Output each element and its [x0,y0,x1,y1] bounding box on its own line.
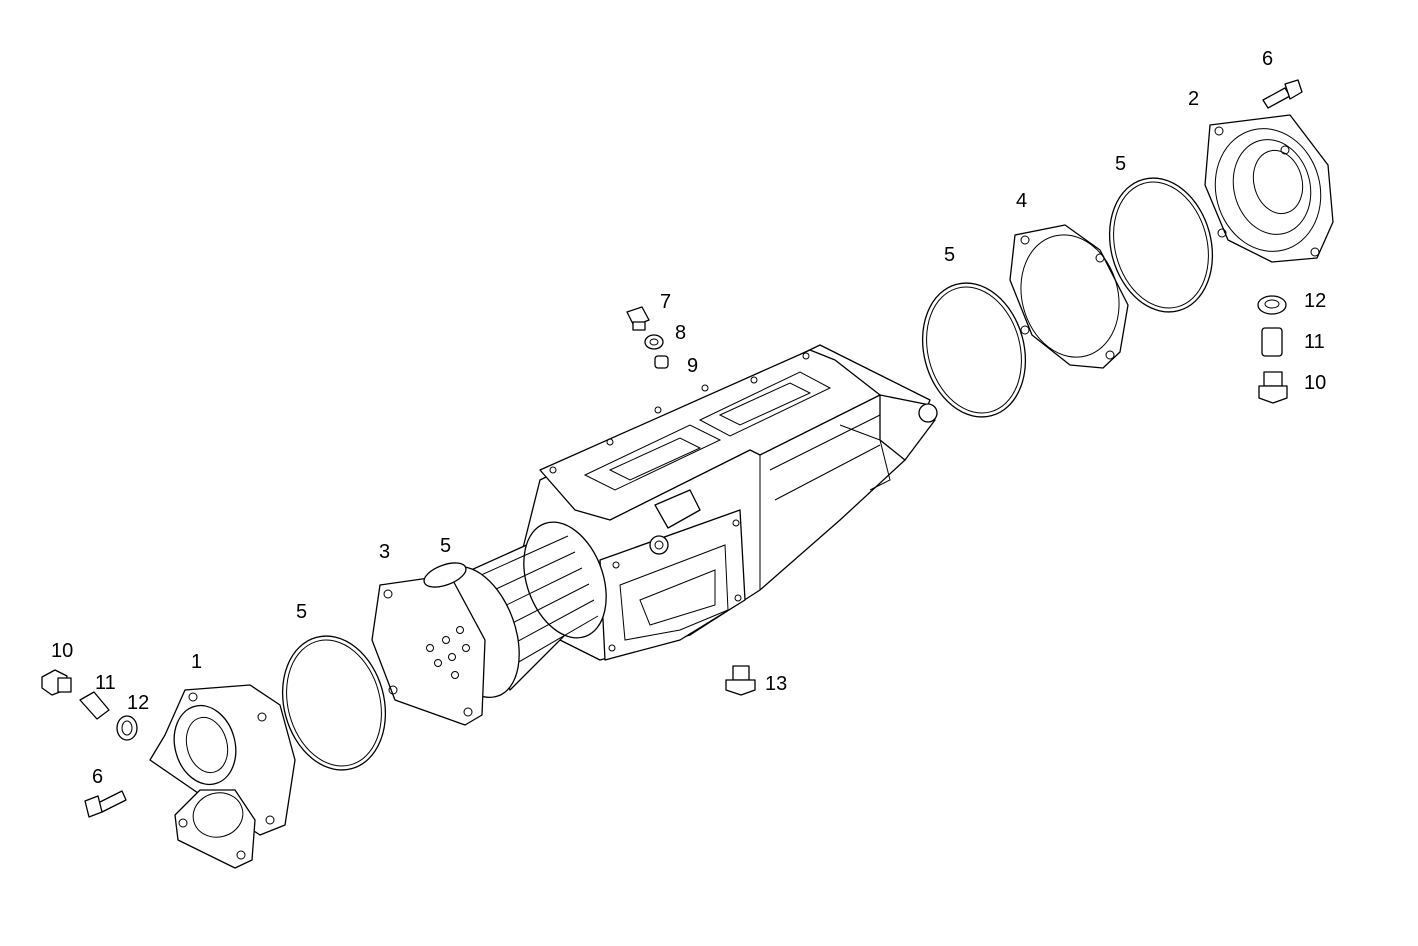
callout-washer-top: 8 [675,322,686,344]
gasket-plate [1009,224,1129,369]
washer-right [1257,295,1287,315]
callout-filter-cover: 3 [379,541,390,563]
callout-screw-front: 6 [92,766,103,788]
callout-plug-top: 7 [660,291,671,313]
callout-seal-ring-front: 5 [296,601,307,623]
seal-ring-mid [921,282,1027,418]
washer-left [116,715,138,741]
front-end-cover [149,684,296,869]
callout-screw-rear: 6 [1262,48,1273,70]
callout-insert-top: 9 [687,355,698,377]
plug-bottom [725,665,756,696]
callout-end-cover-rear: 2 [1188,88,1199,110]
callout-washer-left: 12 [127,692,149,714]
callout-magnet-right: 11 [1304,331,1325,353]
insert-top [654,355,669,369]
seal-ring-rear [1108,177,1214,313]
callout-seal-ring-rear: 5 [1115,153,1126,175]
callout-end-cover-front: 1 [191,651,202,673]
magnet-left [79,691,110,720]
drain-plug-right [1258,371,1288,404]
washer-top [644,334,664,350]
callout-magnet-left: 11 [95,672,116,694]
callout-plug-bottom: 13 [765,673,787,695]
magnet-right [1261,327,1283,357]
drain-plug-left [41,669,72,696]
seal-ring-filter [423,562,467,588]
main-housing [519,344,938,661]
screw-rear [1262,79,1303,109]
callout-drain-plug-right: 10 [1304,372,1326,394]
callout-drain-plug-left: 10 [51,640,73,662]
seal-ring-front [281,635,387,771]
plug-top [626,306,650,331]
callout-seal-ring-mid: 5 [944,244,955,266]
callout-gasket-plate: 4 [1016,190,1027,212]
callout-seal-ring-filter: 5 [440,535,451,557]
rear-end-cover [1204,114,1334,263]
screw-front [84,790,127,818]
callout-washer-right: 12 [1304,290,1326,312]
